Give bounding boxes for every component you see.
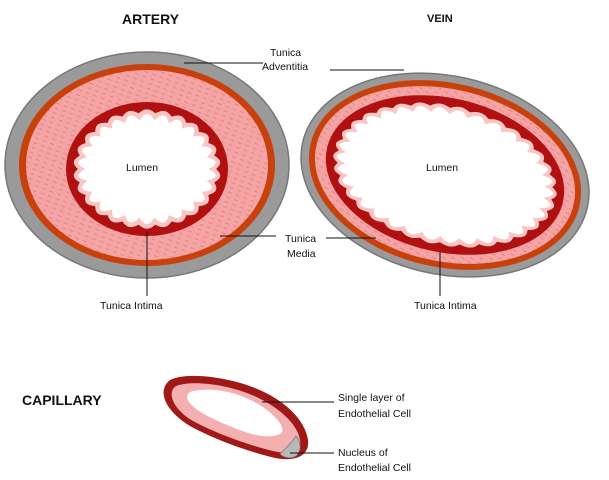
single-layer-label-line1: Single layer of	[338, 392, 405, 404]
artery-lumen-area	[78, 114, 216, 224]
capillary-title: CAPILLARY	[22, 392, 102, 408]
artery-cross-section	[4, 51, 290, 279]
artery-tunica-intima-label: Tunica Intima	[100, 300, 163, 312]
vein-cross-section	[300, 72, 590, 278]
artery-lumen-label: Lumen	[126, 162, 158, 174]
capillary-lumen	[187, 389, 283, 437]
nucleus-label-line2: Endothelial Cell	[338, 462, 411, 474]
nucleus-label-line1: Nucleus of	[338, 447, 388, 459]
vein-tunica-intima-label: Tunica Intima	[414, 300, 477, 312]
vein-lumen-label: Lumen	[426, 162, 458, 174]
tunica-media-label-line1: Tunica	[285, 233, 316, 245]
tunica-adventitia-label-line2: Adventitia	[262, 61, 308, 73]
tunica-media-label-line2: Media	[287, 248, 316, 260]
artery-title: ARTERY	[122, 11, 180, 27]
tunica-adventitia-label-line1: Tunica	[270, 47, 301, 59]
capillary-cross-section	[163, 375, 309, 460]
single-layer-label-line2: Endothelial Cell	[338, 408, 411, 420]
endothelial-nucleus	[279, 435, 301, 459]
vein-title: VEIN	[427, 13, 453, 25]
vein-lumen-area	[336, 106, 554, 244]
